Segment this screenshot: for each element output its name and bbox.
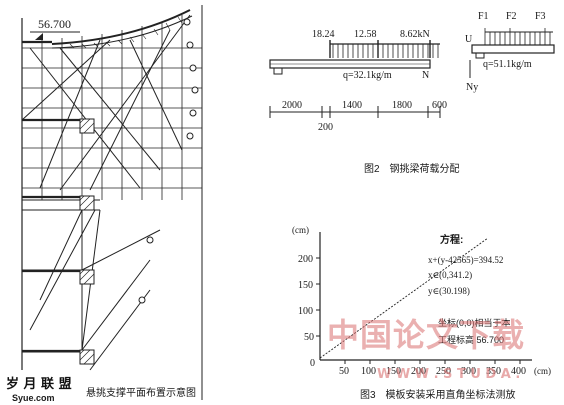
fig2-caption: 图2 钢挑梁荷载分配: [364, 162, 460, 175]
ny-label: Ny: [466, 82, 478, 93]
site-logo: 岁 月 联 盟 Syue.com: [0, 370, 86, 405]
dim-600: 600: [432, 100, 447, 111]
fig1-caption: 悬挑支撑平面布置示意图: [86, 386, 196, 399]
force-f2: F2: [506, 11, 517, 22]
fig3-plot: [316, 232, 532, 364]
fig3-caption: 图3 模板安装采用直角坐标法测放: [360, 388, 516, 401]
u-label: U: [465, 34, 473, 45]
dim-1800: 1800: [392, 100, 412, 111]
load-label-1: 18.24: [312, 29, 335, 40]
x-tick-300: 300: [461, 366, 476, 377]
q-right-label: q=51.1kg/m: [483, 59, 532, 70]
y-tick-100: 100: [298, 306, 313, 317]
eq-2: x∈(0,341.2): [428, 270, 472, 280]
force-f3: F3: [535, 11, 546, 22]
y-tick-0: 0: [310, 358, 315, 369]
eq-3: y∈(30.198): [428, 286, 470, 296]
x-tick-200: 200: [411, 366, 426, 377]
note-2: 工程标高 56.700: [438, 334, 504, 345]
x-unit: (cm): [534, 366, 551, 376]
load-label-2: 12.58: [354, 29, 377, 40]
watermark: 中国论文下载 W W W . S T U D A .: [327, 316, 525, 382]
y-tick-200: 200: [298, 254, 313, 265]
logo-text: 岁 月 联 盟: [6, 376, 72, 392]
force-f1: F1: [478, 11, 489, 22]
note-1: 坐标(0,0)相当于本: [438, 317, 511, 328]
y-unit: (cm): [292, 225, 309, 235]
y-tick-150: 150: [298, 280, 313, 291]
fig1-elevation-label: 56.700: [38, 17, 71, 31]
dim-200: 200: [318, 122, 333, 133]
x-tick-150: 150: [386, 366, 401, 377]
dim-1400: 1400: [342, 100, 362, 111]
fig1-plan-drawing: [21, 5, 203, 405]
watermark-sub: W W W . S T U D A .: [377, 367, 520, 382]
logo-url: Syue.com: [12, 393, 55, 403]
fig3-labels: (cm) 200 150 100 50 0 50 100 150 200 250…: [292, 225, 551, 377]
x-tick-350: 350: [486, 366, 501, 377]
dim-2000: 2000: [282, 100, 302, 111]
fig2-beam-diagram: [269, 28, 555, 118]
fig2-load-labels: 18.24 12.58 8.62kN q=32.1kg/m N F1 F2 F3…: [282, 11, 546, 133]
plot-line: [319, 237, 489, 359]
x-tick-250: 250: [436, 366, 451, 377]
x-tick-100: 100: [361, 366, 376, 377]
q-left-label: q=32.1kg/m: [343, 70, 392, 81]
x-tick-50: 50: [339, 366, 349, 377]
eq-title: 方程:: [440, 233, 463, 246]
watermark-main: 中国论文下载: [327, 316, 525, 354]
load-label-3: 8.62kN: [400, 29, 430, 40]
x-tick-400: 400: [511, 366, 526, 377]
eq-1: x+(y-42565)=394.52: [428, 255, 503, 265]
y-tick-50: 50: [304, 332, 314, 343]
n-label: N: [422, 70, 429, 81]
